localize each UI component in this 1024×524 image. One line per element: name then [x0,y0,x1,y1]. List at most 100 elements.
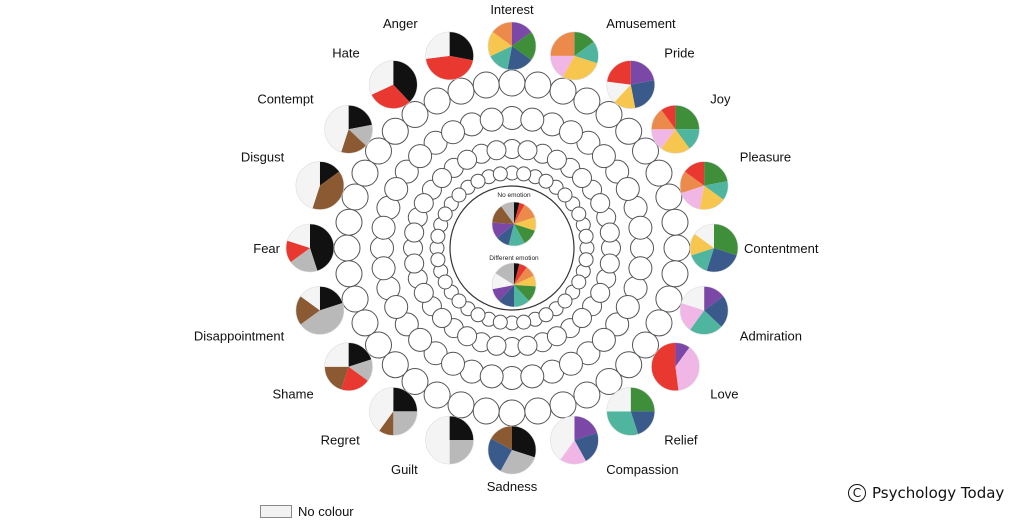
ring-circle [538,307,554,323]
contentment-slice-green [714,224,739,256]
ring-circle [394,312,419,337]
interest-slice-teal [490,46,512,70]
ring-circle [365,331,392,359]
label-relief: Relief [664,432,698,447]
ring-circle [408,144,433,169]
shame-slice-brown [324,366,349,390]
no-emotion-slice-brown [492,206,514,224]
different-emotion-slice-green [514,285,536,302]
no-emotion-slice-gray [501,202,514,224]
ring-circle [516,314,532,330]
disappointment-outline [295,286,345,335]
no-emotion-slice-black [514,202,520,224]
relief-slice-teal [606,411,639,436]
ring-circle [595,368,623,395]
ring-circle [365,137,392,165]
ring-circle [384,177,409,201]
pie-anger [425,31,474,81]
ring-circle [571,206,587,222]
contentment-slice-yellow [689,233,714,256]
ring-circle [661,208,689,236]
ring-circle [645,159,673,187]
sadness-slice-black [512,426,537,458]
relief-slice-white [606,387,631,412]
ring-circle [549,391,577,419]
ring-circle [381,351,409,379]
ring-circle [538,173,554,189]
ring-circle [516,166,532,182]
disgust-slice-white [295,161,320,209]
no-emotion-slice-orange [514,204,535,224]
no-emotion-slice-green [514,224,535,244]
pleasure-slice-pink [681,185,705,210]
ring-circle [404,253,425,274]
joy-slice-teal [675,129,700,149]
ring-circle [576,130,601,155]
legend-label: No colour [298,504,354,519]
ring-circle [441,351,465,376]
pie-love [651,342,700,392]
pleasure-slice-teal [704,181,729,200]
label-disappointment: Disappointment [194,328,285,343]
disgust-slice-black [319,161,340,186]
contentment-slice-teal [691,248,714,271]
ring-circle [655,183,683,211]
ring-circle [615,351,643,379]
ring-circle [571,274,587,290]
ring-circle [457,326,478,347]
no-emotion-pie [491,201,537,247]
pleasure-slice-red [684,161,705,186]
label-contentment: Contentment [744,241,819,256]
center-circle [449,185,575,311]
ring-circle [557,187,573,203]
ring-circle [472,397,500,425]
contempt-slice-black [348,105,373,130]
pie-regret [368,387,418,436]
pie-amusement [550,31,599,81]
ring-circle [401,368,429,395]
interest-outline [487,21,537,71]
ring-circle [432,168,452,188]
anger-outline [425,31,474,81]
ring-circle [486,140,507,161]
ring-circle [546,149,567,170]
legend: No colour [260,504,354,519]
ring-circle [630,236,654,260]
guilt-slice-gray [449,440,474,465]
pie-disgust [295,161,345,210]
regret-outline [368,387,418,436]
ring-circle [492,314,508,330]
pride-slice-purple [630,60,655,85]
ring-circle [492,166,508,182]
ring-circle [599,253,620,274]
pie-hate [368,60,418,109]
relief-slice-green [630,387,655,412]
no-colour-swatch [260,505,292,518]
amusement-slice-orange [550,31,575,56]
ring-circle [351,159,379,187]
different-emotion-slice-teal [514,285,530,307]
joy-slice-red [661,105,676,130]
guilt-outline [425,415,474,465]
ring-circle [451,293,467,309]
shame-slice-white [324,342,349,367]
contempt-outline [324,104,373,154]
pie-contentment [689,223,739,273]
label-pride: Pride [664,46,694,61]
ring-circle [498,399,526,427]
ring-circle [470,173,486,189]
ring-circle [615,295,640,319]
interest-slice-navy [507,46,532,70]
ring-circle [559,351,583,376]
relief-outline [606,387,656,436]
ring-circle [632,331,659,359]
ring-circle [524,397,552,425]
pleasure-slice-yellow [699,185,724,210]
ring-circle [437,274,453,290]
ring-circle [573,381,601,409]
joy-slice-green [675,105,700,130]
ring-circles [333,69,691,427]
ring-circle [381,117,409,145]
pride-slice-white [606,81,631,103]
